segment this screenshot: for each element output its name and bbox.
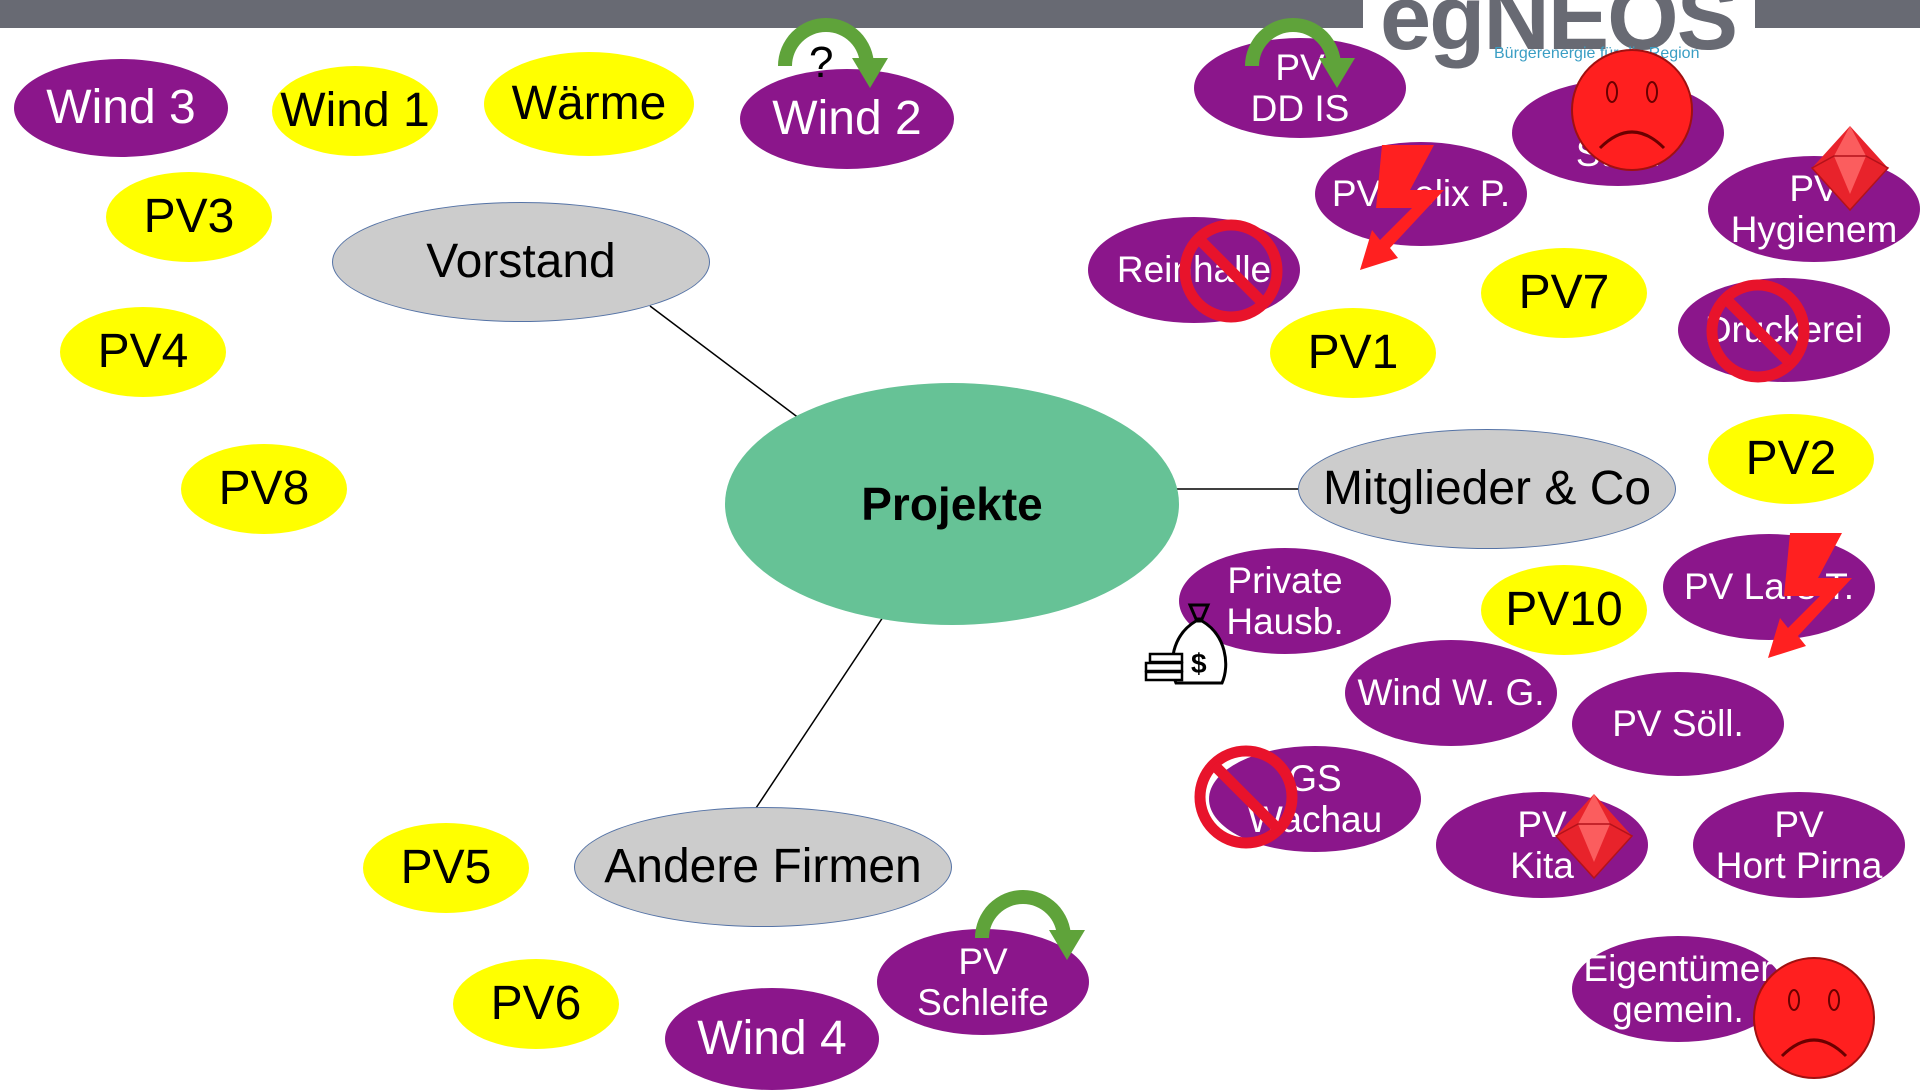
project-pv-hort-pirna: PV Hort Pirna bbox=[1693, 792, 1905, 898]
project-eigentuemer: Eigentümer gemein. bbox=[1572, 936, 1784, 1042]
project-reinhalle: Reinhalle bbox=[1088, 217, 1300, 323]
project-pv1: PV1 bbox=[1270, 308, 1436, 398]
projekte-center-node: Projekte bbox=[725, 383, 1179, 625]
project-pv-schleife: PV Schleife bbox=[877, 929, 1089, 1035]
svg-text:$: $ bbox=[1191, 648, 1207, 679]
project-wind-wg: Wind W. G. bbox=[1345, 640, 1557, 746]
project-pv4: PV4 bbox=[60, 307, 226, 397]
logo-tagline: Bürgerenergie für die Region bbox=[1494, 45, 1700, 62]
project-private-hausb: Private Hausb. bbox=[1179, 548, 1391, 654]
project-wind4: Wind 4 bbox=[665, 988, 879, 1090]
project-pv2: PV2 bbox=[1708, 414, 1874, 504]
andere-firmen-node: Andere Firmen bbox=[574, 807, 952, 927]
mitglieder-node: Mitglieder & Co bbox=[1298, 429, 1676, 549]
project-gs-wachau: GS Wachau bbox=[1209, 746, 1421, 852]
question-mark: ? bbox=[809, 38, 834, 87]
project-pv-hygienem: PV Hygienem bbox=[1708, 156, 1920, 262]
project-pv-kita: PV Kita bbox=[1436, 792, 1648, 898]
project-pv8: PV8 bbox=[181, 444, 347, 534]
vorstand-node: Vorstand bbox=[332, 202, 710, 322]
project-waerme: Wärme bbox=[484, 52, 694, 156]
project-wind3: Wind 3 bbox=[14, 59, 228, 157]
project-pv6: PV6 bbox=[453, 959, 619, 1049]
project-pv5: PV5 bbox=[363, 823, 529, 913]
project-pv-stein: PV Stein bbox=[1512, 80, 1724, 186]
project-pv-lars: PV Lars T. bbox=[1663, 534, 1875, 640]
project-wind2: Wind 2 bbox=[740, 69, 954, 169]
project-pv3: PV3 bbox=[106, 172, 272, 262]
project-druckerei: Druckerei bbox=[1678, 278, 1890, 382]
project-wind1: Wind 1 bbox=[272, 66, 438, 156]
project-pv-felix: PV Felix P. bbox=[1315, 142, 1527, 246]
project-pv10: PV10 bbox=[1481, 565, 1647, 655]
project-pv7: PV7 bbox=[1481, 248, 1647, 338]
project-pv-soell: PV Söll. bbox=[1572, 672, 1784, 776]
project-pv-dd-is: PV DD IS bbox=[1194, 38, 1406, 138]
